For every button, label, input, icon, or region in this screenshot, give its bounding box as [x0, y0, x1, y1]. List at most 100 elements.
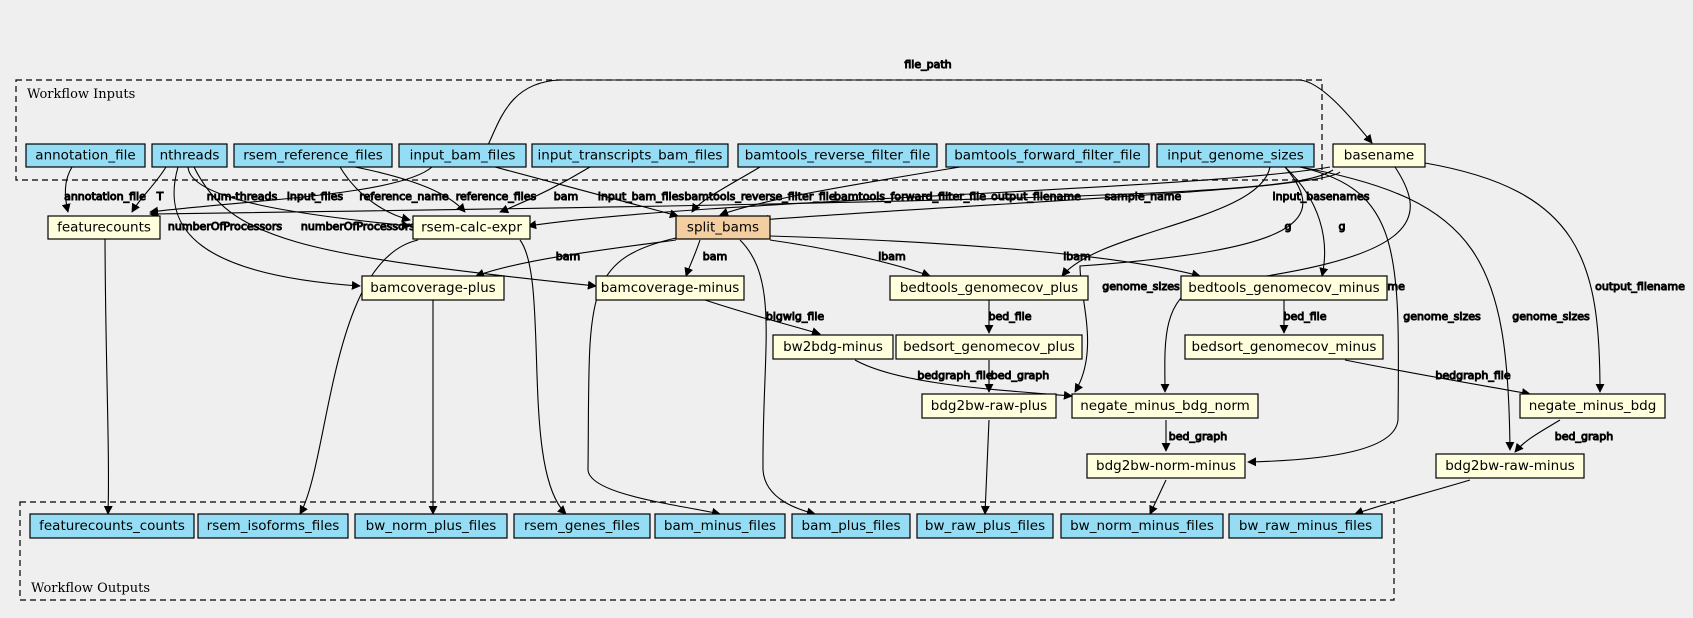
node-label: basename: [1344, 148, 1414, 164]
edge-number-of-processors-1: numberOfProcessors: [167, 166, 361, 290]
node-featurecounts[interactable]: featurecounts: [47, 215, 161, 240]
node-bamcoverage-plus[interactable]: bamcoverage-plus: [361, 275, 505, 301]
edge-label: bedgraph_file: [917, 369, 992, 382]
edge-label: ibam: [878, 250, 906, 263]
node-label: featurecounts: [57, 220, 151, 236]
edge-label: reference_name: [359, 190, 448, 203]
edge-bed-graph-3: bed_graph: [1514, 419, 1614, 453]
node-bamtools-reverse-filter-file[interactable]: bamtools_reverse_filter_file: [737, 143, 938, 168]
edge-featurecounts-to-counts: [103, 228, 113, 515]
edge-split-to-bam-minus: [587, 237, 721, 517]
edge-label: numberOfProcessors: [168, 220, 282, 233]
node-label: bedtools_genomecov_minus: [1188, 280, 1379, 296]
node-bam-minus-files[interactable]: bam_minus_files: [654, 513, 786, 539]
node-featurecounts-counts[interactable]: featurecounts_counts: [29, 513, 195, 539]
edge-label: bed_file: [1284, 310, 1327, 323]
node-rsem-reference-files[interactable]: rsem_reference_files: [233, 143, 393, 168]
node-input-genome-sizes[interactable]: input_genome_sizes: [1156, 143, 1315, 168]
edge-file-path: file_path: [487, 58, 1373, 146]
edge-label: file_path: [904, 58, 951, 71]
node-bw-raw-minus-files[interactable]: bw_raw_minus_files: [1228, 513, 1383, 539]
edge-number-of-processors-2: numberOfProcessors: [193, 166, 597, 290]
node-bw-raw-plus-files[interactable]: bw_raw_plus_files: [916, 513, 1054, 539]
edge-label: ibam: [1063, 250, 1091, 263]
edge-split-to-bam-plus: [739, 239, 816, 517]
edge-T: T: [131, 166, 167, 213]
node-bdg2bw-raw-plus[interactable]: bdg2bw-raw-plus: [921, 393, 1057, 419]
node-bw-norm-minus-files[interactable]: bw_norm_minus_files: [1060, 513, 1224, 539]
node-bamcoverage-minus[interactable]: bamcoverage-minus: [595, 275, 745, 301]
edge-input-basenames: input_basenames: [759, 171, 1370, 224]
node-input-transcripts-bam-files[interactable]: input_transcripts_bam_files: [531, 143, 729, 168]
edge-ibam-1: ibam: [769, 239, 931, 278]
cluster-label-inputs: Workflow Inputs: [27, 87, 135, 102]
node-label: annotation_file: [35, 148, 135, 164]
node-bw-norm-plus-files[interactable]: bw_norm_plus_files: [354, 513, 508, 539]
node-label: rsem_isoforms_files: [207, 518, 340, 534]
node-bedtools-genomecov-plus[interactable]: bedtools_genomecov_plus: [889, 275, 1089, 301]
edge-bed-graph-2: bed_graph: [1161, 420, 1228, 452]
node-bdg2bw-raw-minus[interactable]: bdg2bw-raw-minus: [1435, 453, 1585, 479]
node-label: input_bam_files: [410, 148, 516, 164]
node-bam-plus-files[interactable]: bam_plus_files: [791, 513, 911, 539]
node-label: input_genome_sizes: [1167, 148, 1304, 164]
edge-annotation-file: annotation_file: [61, 166, 147, 213]
node-label: bdg2bw-raw-minus: [1445, 458, 1575, 474]
edge-label: bed_graph: [1555, 430, 1613, 443]
node-bamtools-forward-filter-file[interactable]: bamtools_forward_filter_file: [945, 143, 1150, 168]
node-label: bdg2bw-norm-minus: [1096, 458, 1236, 474]
node-label: split_bams: [687, 220, 759, 236]
node-basename[interactable]: basename: [1332, 143, 1426, 168]
edge-label: g: [1339, 220, 1346, 233]
node-bedsort-genomecov-plus[interactable]: bedsort_genomecov_plus: [895, 334, 1083, 360]
edge-label: input_basenames: [1273, 190, 1370, 203]
node-input-bam-files[interactable]: input_bam_files: [398, 143, 527, 168]
edge-label: annotation_file: [64, 190, 146, 203]
cluster-workflow-outputs: Workflow Outputs: [19, 501, 1395, 601]
edge-label: input_files: [287, 190, 344, 203]
node-bedtools-genomecov-minus[interactable]: bedtools_genomecov_minus: [1180, 275, 1388, 301]
edge-label: genome_sizes: [1512, 310, 1590, 323]
node-label: bw_raw_plus_files: [925, 518, 1045, 534]
edge-label: bam: [703, 250, 727, 263]
node-bdg2bw-norm-minus[interactable]: bdg2bw-norm-minus: [1086, 453, 1246, 479]
edge-label: bamtools_reverse_filter_file: [684, 190, 835, 203]
node-label: bw_norm_plus_files: [366, 518, 497, 534]
edge-reference-name: reference_name: [339, 166, 449, 223]
node-split-bams[interactable]: split_bams: [675, 215, 771, 240]
edge-label: bam: [556, 250, 580, 263]
edge-label: bed_file: [989, 310, 1032, 323]
edge-label: input_bam_files: [598, 190, 684, 203]
edge-label: genome_sizes: [1102, 280, 1180, 293]
edge-bedgraph-file-2: bedgraph_file: [1344, 359, 1531, 397]
node-label: rsem-calc-expr: [421, 220, 522, 236]
edge-label: num-threads: [207, 190, 278, 203]
node-negate-minus-bdg[interactable]: negate_minus_bdg: [1519, 393, 1666, 419]
edge-label: sample_name: [1105, 190, 1182, 203]
node-annotation-file[interactable]: annotation_file: [25, 143, 146, 168]
node-label: rsem_genes_files: [524, 518, 640, 534]
node-label: bamtools_reverse_filter_file: [745, 148, 931, 164]
edge-label: T: [156, 190, 164, 203]
node-nthreads[interactable]: nthreads: [151, 143, 228, 168]
edge-bam-1: bam: [475, 239, 677, 278]
edge-bam-rsem: bam: [499, 166, 591, 214]
node-rsem-genes-files[interactable]: rsem_genes_files: [513, 513, 651, 539]
edge-label: genome_sizes: [1403, 310, 1481, 323]
edge-genome-sizes-2: genome_sizes: [1247, 166, 1482, 467]
edge-genome-sizes-1: genome_sizes: [1074, 166, 1304, 393]
edge-label: output_filename: [1595, 280, 1685, 293]
node-rsem-calc-expr[interactable]: rsem-calc-expr: [412, 215, 531, 240]
node-label: bw_norm_minus_files: [1070, 518, 1214, 534]
edge-bigwig-file: bigwig_file: [704, 299, 825, 336]
edge-bam-2: bam: [684, 239, 728, 277]
edge-output-filename-3: output_filename: [1424, 162, 1686, 393]
node-label: bamcoverage-minus: [601, 280, 740, 296]
node-bw2bdg-minus[interactable]: bw2bdg-minus: [772, 334, 894, 360]
node-negate-minus-bdg-norm[interactable]: negate_minus_bdg_norm: [1071, 393, 1259, 419]
node-label: input_transcripts_bam_files: [538, 148, 723, 164]
node-rsem-isoforms-files[interactable]: rsem_isoforms_files: [197, 513, 349, 539]
edge-label: output_filename: [991, 190, 1081, 203]
node-bedsort-genomecov-minus[interactable]: bedsort_genomecov_minus: [1184, 334, 1384, 360]
